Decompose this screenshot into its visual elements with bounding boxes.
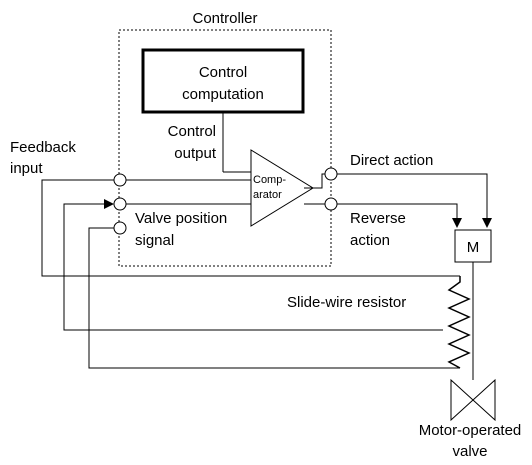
reverse-action-label-2: action bbox=[350, 232, 390, 249]
direct-action-label: Direct action bbox=[350, 152, 433, 169]
valve-position-label-1: Valve position bbox=[135, 210, 227, 227]
control-computation-label-1: Control bbox=[199, 64, 247, 81]
slide-wire-label: Slide-wire resistor bbox=[287, 294, 406, 311]
reverse-action-label-1: Reverse bbox=[350, 210, 406, 227]
control-output-label-1: Control bbox=[168, 123, 216, 140]
valve-position-label-2: signal bbox=[135, 232, 174, 249]
reverse-action-wire bbox=[337, 203, 462, 228]
comparator-direct-branch bbox=[304, 173, 326, 189]
direct-action-wire bbox=[337, 173, 492, 228]
direct-action-terminal bbox=[324, 167, 338, 181]
comparator-label-1: Comp- bbox=[253, 174, 286, 186]
motor-box bbox=[454, 229, 492, 263]
valve-position-terminal-arrow bbox=[113, 197, 127, 211]
comparator-label-2: arator bbox=[253, 189, 282, 201]
motor-operated-valve bbox=[450, 378, 496, 422]
feedback-input-terminal bbox=[113, 173, 127, 187]
controller-boundary bbox=[118, 29, 332, 267]
slide-wire-resistor bbox=[447, 276, 471, 369]
valve-label-2: valve bbox=[452, 443, 487, 460]
control-output-label-2: output bbox=[174, 145, 217, 162]
control-computation-label-2: computation bbox=[182, 86, 264, 103]
motor-label: M bbox=[467, 239, 480, 256]
feedback-input-label-2: input bbox=[10, 160, 43, 177]
comparator bbox=[250, 149, 314, 227]
valve-signal-wire bbox=[88, 227, 460, 369]
controller-title: Controller bbox=[192, 10, 257, 27]
slider-wire bbox=[63, 199, 443, 331]
valve-label-1: Motor-operated bbox=[419, 422, 522, 439]
valve-position-terminal bbox=[113, 221, 127, 235]
feedback-input-label-1: Feedback bbox=[10, 139, 76, 156]
feedback-wire bbox=[41, 179, 460, 277]
reverse-action-terminal bbox=[324, 197, 338, 211]
